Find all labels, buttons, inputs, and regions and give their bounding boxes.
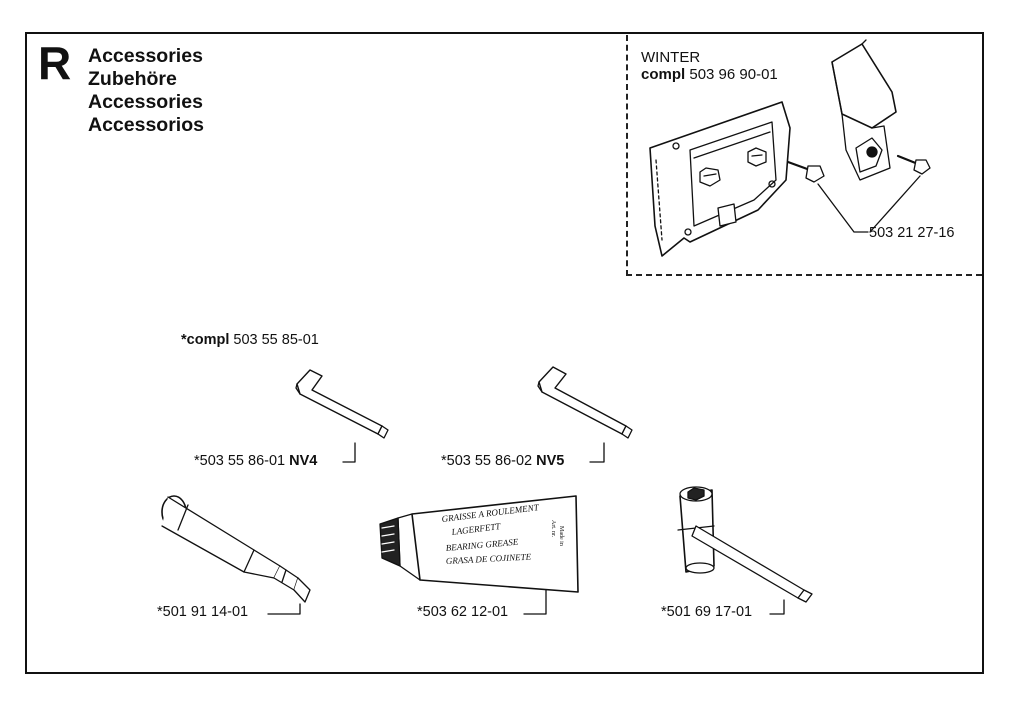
winter-compl-word: compl (641, 66, 686, 83)
title-es: Accessorios (88, 114, 204, 136)
hex-key-nv5-illustration (537, 366, 633, 439)
tube-label-text: GRAISSE A ROULEMENT LAGERFETT BEARING GR… (441, 502, 564, 566)
hex-key-nv4-illustration (295, 369, 389, 439)
section-titles: Accessories Zubehöre Accessories Accesso… (88, 45, 204, 137)
grease-gun-label: *501 91 14-01 (157, 604, 249, 620)
key-nv4-number: *503 55 86-01 (194, 453, 286, 469)
hex-key-set-compl-word: *compl (181, 332, 230, 348)
title-en: Accessories (88, 45, 203, 67)
section-letter: R (38, 37, 72, 89)
key-nv5-number: *503 55 86-02 (441, 453, 533, 469)
winter-shutter-illustration (831, 39, 897, 181)
tube-side-text-1: Art. nr. (550, 520, 556, 538)
page-frame (25, 32, 984, 674)
winter-heading: WINTER (641, 49, 701, 66)
key-nv4-suffix: NV4 (289, 453, 318, 469)
title-de: Zubehöre (88, 68, 177, 90)
grease-tube-label: *503 62 12-01 (417, 604, 509, 620)
winter-screw-part: 503 21 27-16 (869, 225, 955, 241)
winter-compl-part: 503 96 90-01 (689, 66, 778, 83)
winter-screw-left-illustration (786, 160, 825, 183)
plug-spanner-label: *501 69 17-01 (661, 604, 753, 620)
leader-winter-screw-right (869, 175, 921, 233)
hex-key-set-label: *compl 503 55 85-01 (181, 333, 319, 348)
leader-plug-spanner (769, 599, 785, 615)
winter-kit-box (626, 35, 982, 276)
title-fr: Accessories (88, 91, 203, 113)
hex-key-set-part: 503 55 85-01 (233, 332, 319, 348)
key-nv4-label: *503 55 86-01 NV4 (194, 454, 317, 469)
leader-grease-tube (523, 589, 547, 615)
leader-key-nv4 (342, 442, 356, 463)
winter-screw-right-illustration (896, 154, 931, 175)
tube-label-line-4: GRASA DE COJINETE (446, 552, 532, 566)
grease-gun-illustration (161, 495, 311, 603)
key-nv5-label: *503 55 86-02 NV5 (441, 454, 564, 469)
winter-cover-plate-illustration (649, 101, 791, 257)
leader-winter-screw-left (817, 183, 869, 233)
grease-tube-illustration (379, 495, 579, 593)
winter-compl-label: compl 503 96 90-01 (641, 67, 778, 82)
leader-grease-gun (267, 603, 301, 615)
plug-spanner-illustration (677, 486, 813, 603)
tube-side-text-2: Made in (558, 526, 564, 546)
key-nv5-suffix: NV5 (536, 453, 565, 469)
leader-key-nv5 (589, 442, 605, 463)
